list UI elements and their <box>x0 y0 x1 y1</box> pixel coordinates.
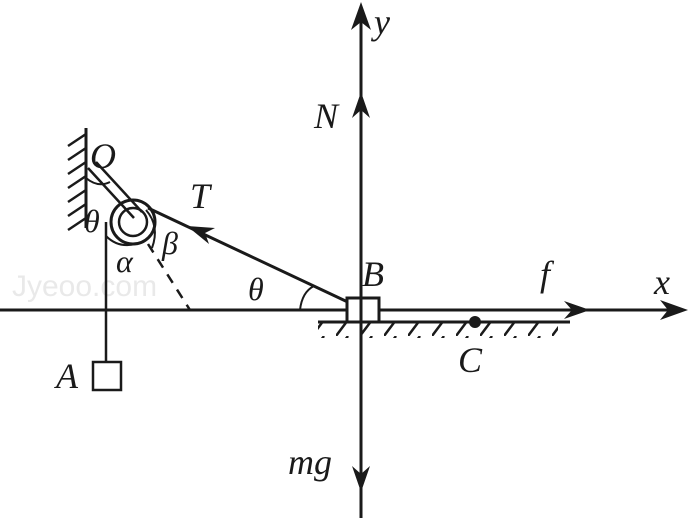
point-b-label: B <box>362 254 384 294</box>
normal-force-arrowhead <box>352 92 370 118</box>
angle-alpha-label: α <box>116 243 134 279</box>
pulley <box>109 198 157 246</box>
angle-theta-b-label: θ <box>248 271 264 307</box>
tension-label: T <box>190 176 213 216</box>
watermark: Jyeoo.com <box>12 270 157 303</box>
angle-arc-alpha <box>105 235 147 247</box>
tension-arrow <box>147 206 353 306</box>
weight-label: mg <box>288 442 332 482</box>
angle-arc-theta-b <box>299 285 315 311</box>
y-axis-label: y <box>371 2 390 42</box>
friction-arrow <box>380 301 590 319</box>
block-b <box>345 296 381 324</box>
x-axis-label: x <box>653 262 670 302</box>
block-a <box>91 360 123 392</box>
angle-arc-o <box>85 177 111 186</box>
angle-beta-label: β <box>161 225 178 261</box>
angle-theta-o-label: θ <box>84 203 100 239</box>
normal-force-label: N <box>313 96 340 136</box>
point-a-label: A <box>54 356 79 396</box>
bisector-dashed-line <box>146 243 192 311</box>
friction-label: f <box>540 254 555 294</box>
point-c-dot <box>469 316 481 328</box>
ground-surface <box>318 320 570 338</box>
point-o-label: O <box>90 136 116 176</box>
weight-arrowhead <box>352 466 370 492</box>
point-c-label: C <box>458 340 483 380</box>
angle-arc-beta <box>145 209 156 249</box>
